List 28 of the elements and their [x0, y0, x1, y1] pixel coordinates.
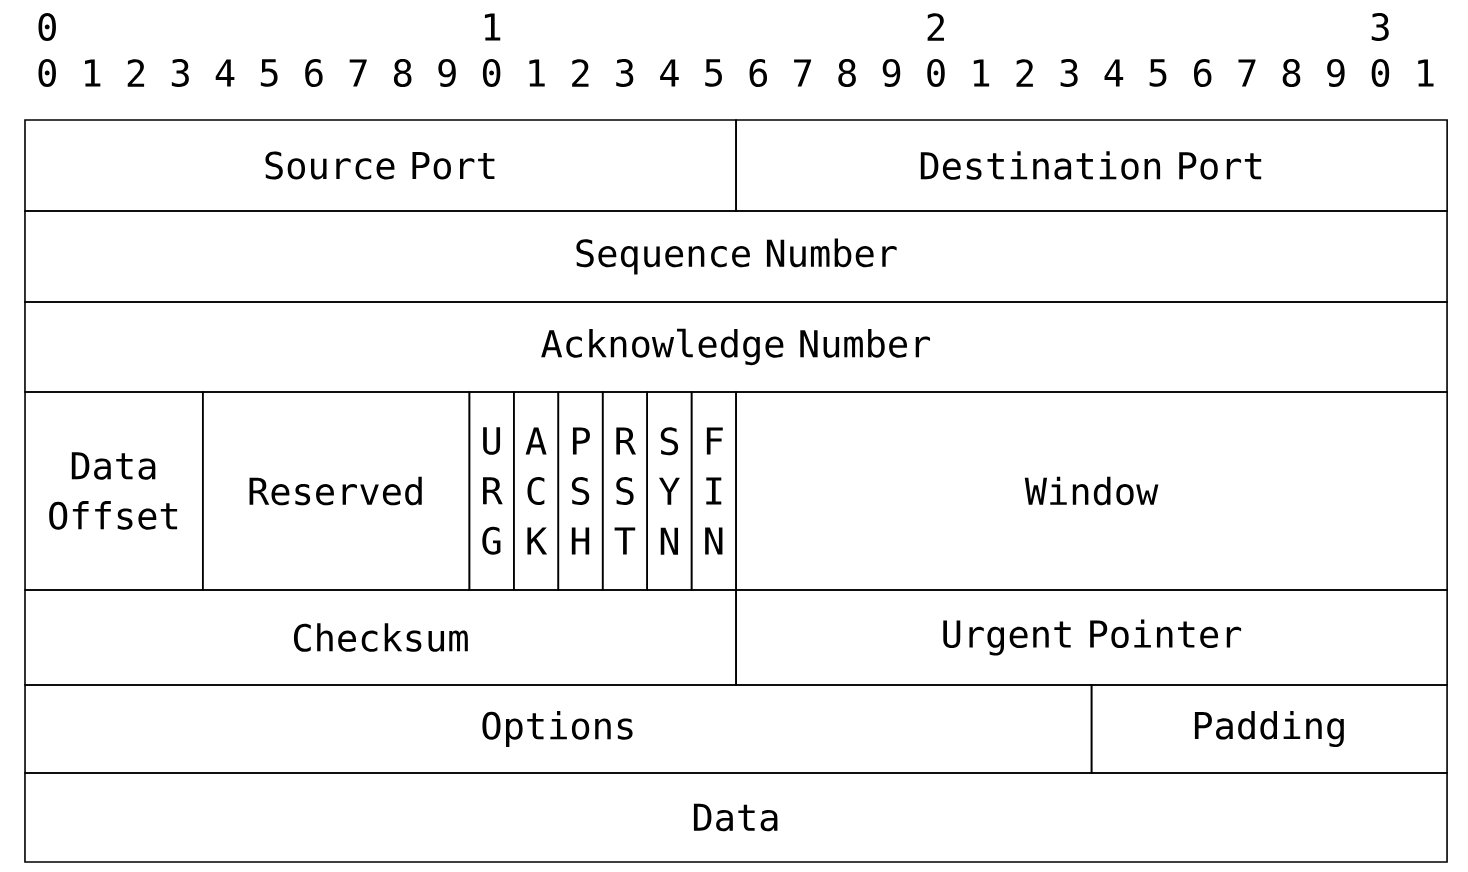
bit-number: 3 [1371, 13, 1389, 41]
field-box: Data Offset [24, 391, 204, 591]
field-box: Options [24, 684, 1093, 774]
field-box: Source Port [24, 119, 737, 212]
bit-number: 4 [660, 59, 679, 87]
bit-number: 6 [749, 59, 768, 87]
bit-number: 3 [616, 59, 634, 87]
field-box: U R G [468, 391, 515, 591]
field-box: A C K [513, 391, 560, 591]
field-box: S Y N [646, 391, 693, 591]
bit-number: 5 [705, 59, 722, 87]
field-box: Checksum [24, 589, 737, 686]
bit-number: 7 [794, 59, 812, 87]
field-box: Urgent Pointer [735, 589, 1448, 686]
field-box: Window [735, 391, 1448, 591]
field-box: Reserved [202, 391, 471, 591]
field-box: Sequence Number [24, 210, 1448, 303]
field-box: Data [24, 772, 1448, 863]
bit-number: 2 [927, 13, 944, 41]
field-box: F I N [690, 391, 737, 591]
field-box: P S H [557, 391, 604, 591]
bit-number: 1 [484, 13, 501, 41]
bit-number: 0 [38, 13, 56, 41]
bit-number: 8 [838, 59, 856, 87]
field-box: Padding [1090, 684, 1448, 774]
field-box: R S T [601, 391, 648, 591]
field-box: Destination Port [735, 119, 1448, 212]
field-box: Acknowledge Number [24, 301, 1448, 393]
